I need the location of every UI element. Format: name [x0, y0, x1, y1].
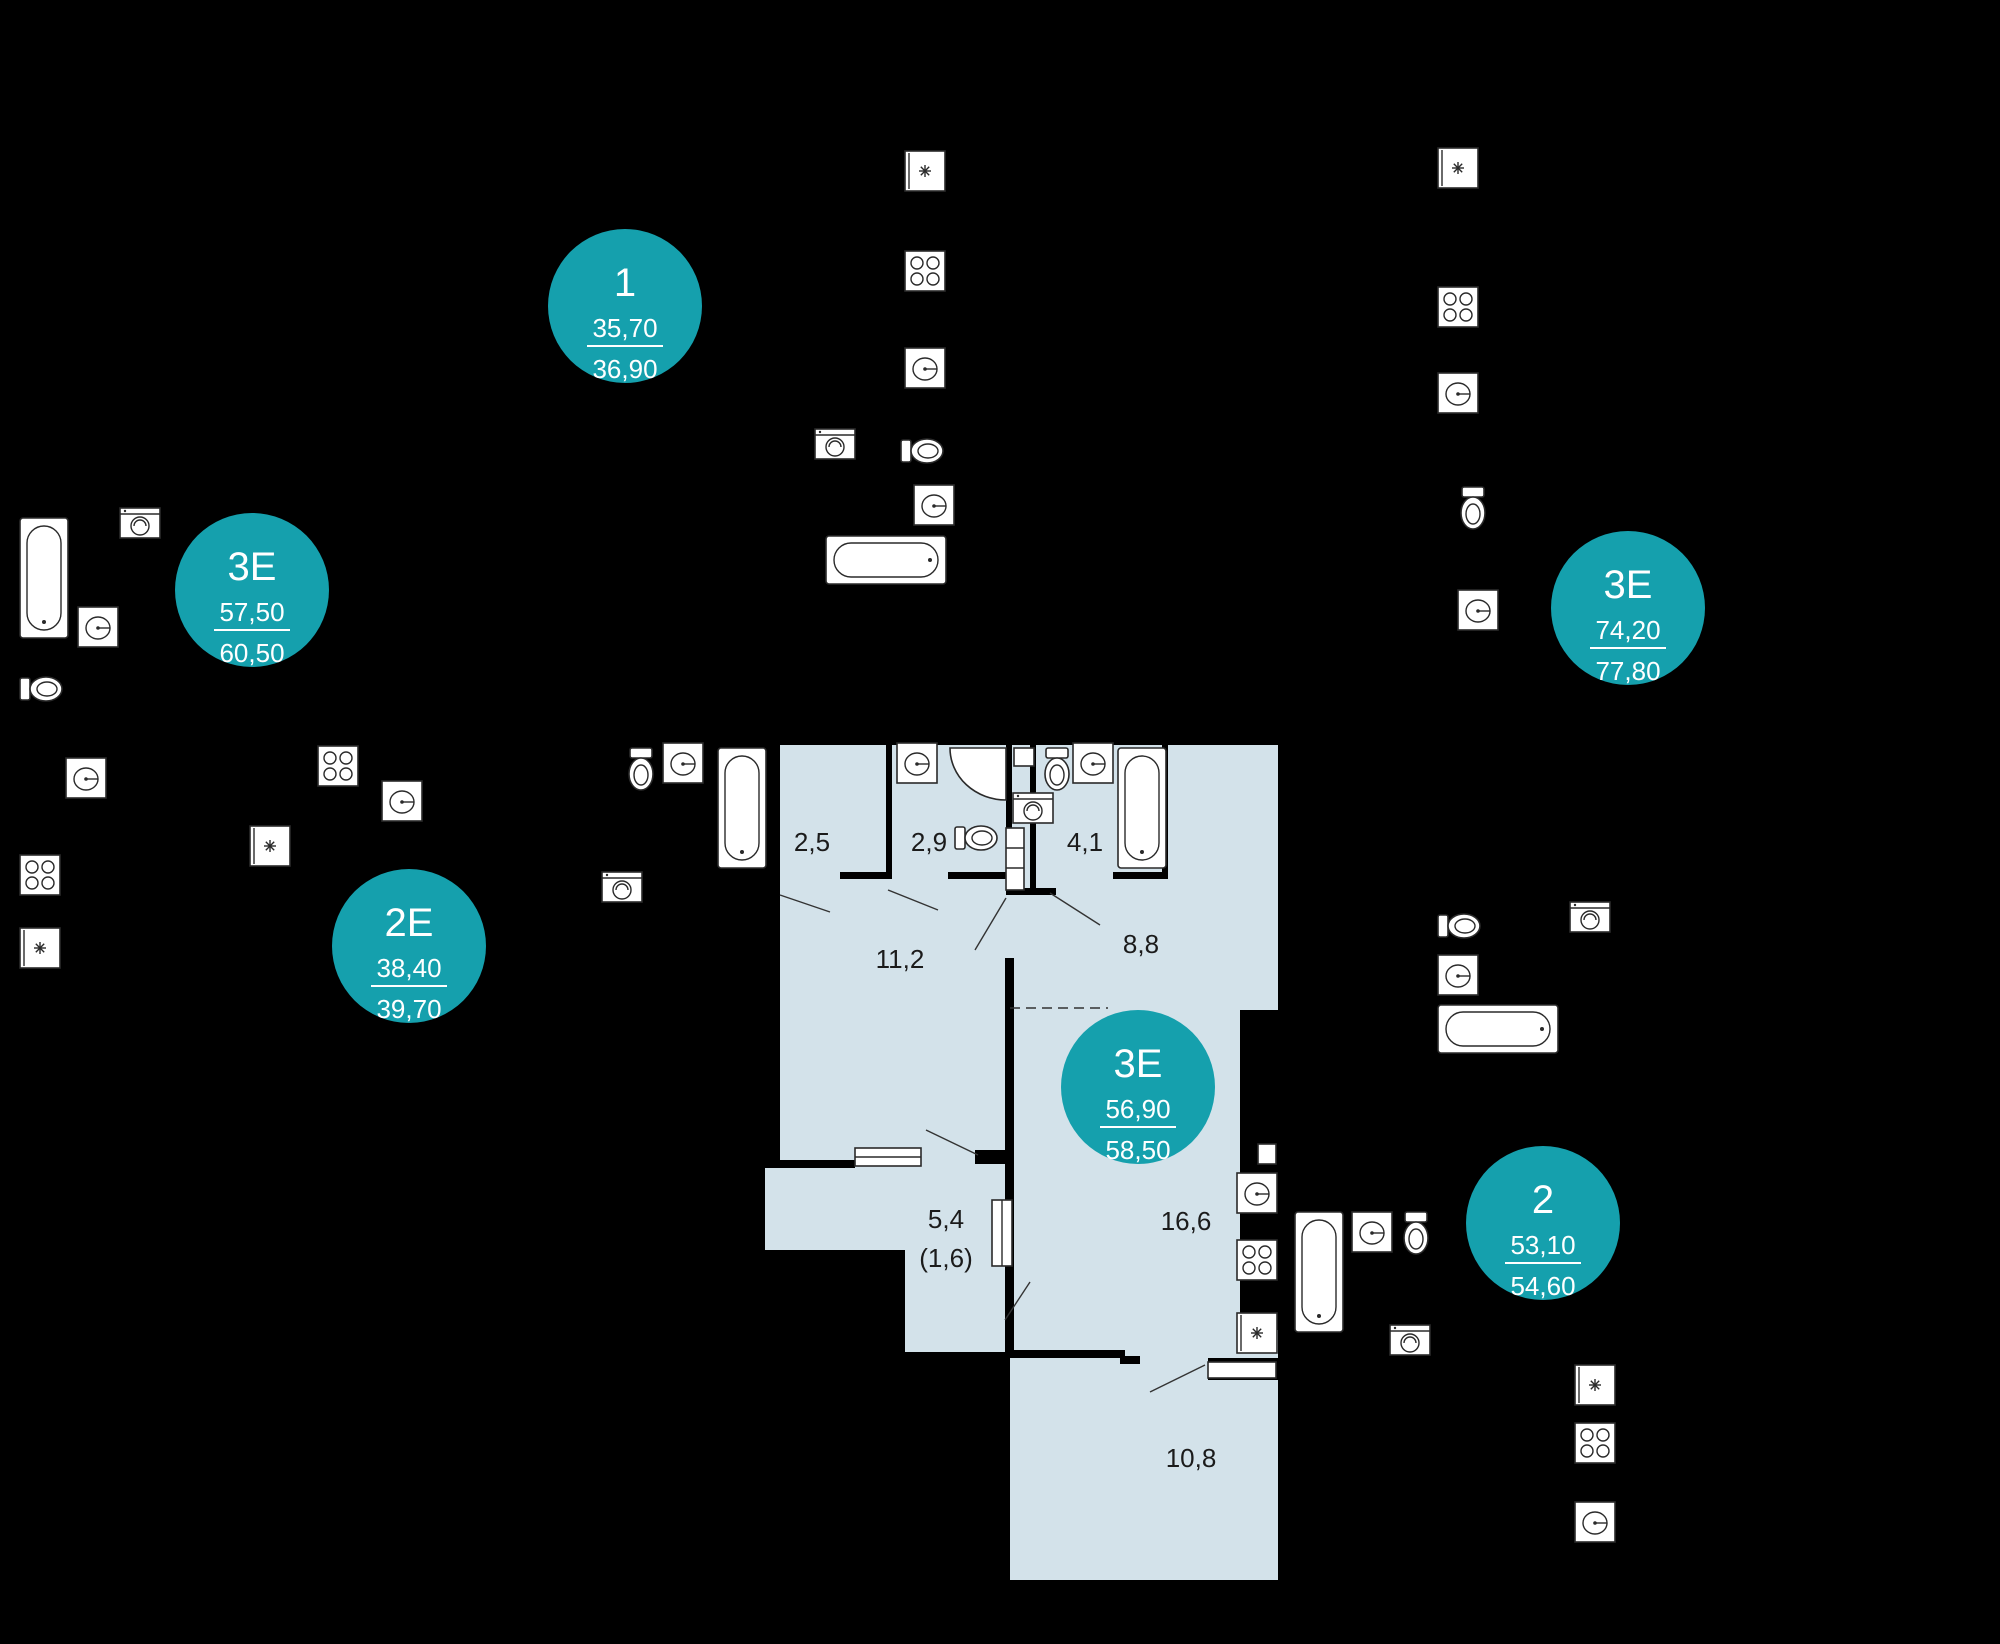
apartment-type: 1 [614, 261, 636, 305]
living-area: 56,90 [1105, 1094, 1170, 1124]
living-area: 38,40 [376, 953, 441, 983]
room-area-label: 2,5 [794, 827, 830, 857]
apartment-fixtures [779, 747, 1277, 1393]
total-area: 36,90 [592, 354, 657, 384]
apartment-badge-selected[interactable]: 3E 56,90 58,50 [1061, 1010, 1215, 1165]
apartment-3e-footprint [765, 745, 1278, 1580]
total-area: 77,80 [1595, 656, 1660, 686]
room-area-label: (1,6) [919, 1243, 972, 1273]
apartment-badge[interactable]: 2 53,10 54,60 [1466, 1146, 1620, 1301]
badge-circle [548, 229, 702, 383]
badge-circle [1061, 1010, 1215, 1164]
apartment-type: 2 [1532, 1178, 1554, 1222]
apartment-type: 3E [1114, 1042, 1163, 1086]
living-area: 57,50 [219, 597, 284, 627]
total-area: 54,60 [1510, 1271, 1575, 1301]
badge-circle [1551, 531, 1705, 685]
room-area-label: 4,1 [1067, 827, 1103, 857]
apartment-type: 2E [385, 901, 434, 945]
room-area-label: 16,6 [1161, 1206, 1212, 1236]
apartment-type: 3E [228, 545, 277, 589]
living-area: 74,20 [1595, 615, 1660, 645]
room-area-label: 2,9 [911, 827, 947, 857]
room-labels: 2,5 2,9 4,1 11,2 8,8 5,4 (1,6) 16,6 10,8 [794, 827, 1216, 1473]
apartment-badge[interactable]: 1 35,70 36,90 [548, 229, 702, 384]
total-area: 39,70 [376, 994, 441, 1024]
living-area: 35,70 [592, 313, 657, 343]
apartment-badge[interactable]: 3E 74,20 77,80 [1551, 531, 1705, 686]
room-area-label: 8,8 [1123, 929, 1159, 959]
room-area-label: 10,8 [1166, 1443, 1217, 1473]
apartment-badge[interactable]: 2E 38,40 39,70 [332, 869, 486, 1024]
apartment-type: 3E [1604, 563, 1653, 607]
apartment-badge[interactable]: 3E 57,50 60,50 [175, 513, 329, 668]
badge-circle [332, 869, 486, 1023]
living-area: 53,10 [1510, 1230, 1575, 1260]
badge-circle [175, 513, 329, 667]
total-area: 60,50 [219, 638, 284, 668]
room-area-label: 11,2 [876, 944, 925, 974]
badge-circle [1466, 1146, 1620, 1300]
total-area: 58,50 [1105, 1135, 1170, 1165]
room-area-label: 5,4 [928, 1204, 964, 1234]
